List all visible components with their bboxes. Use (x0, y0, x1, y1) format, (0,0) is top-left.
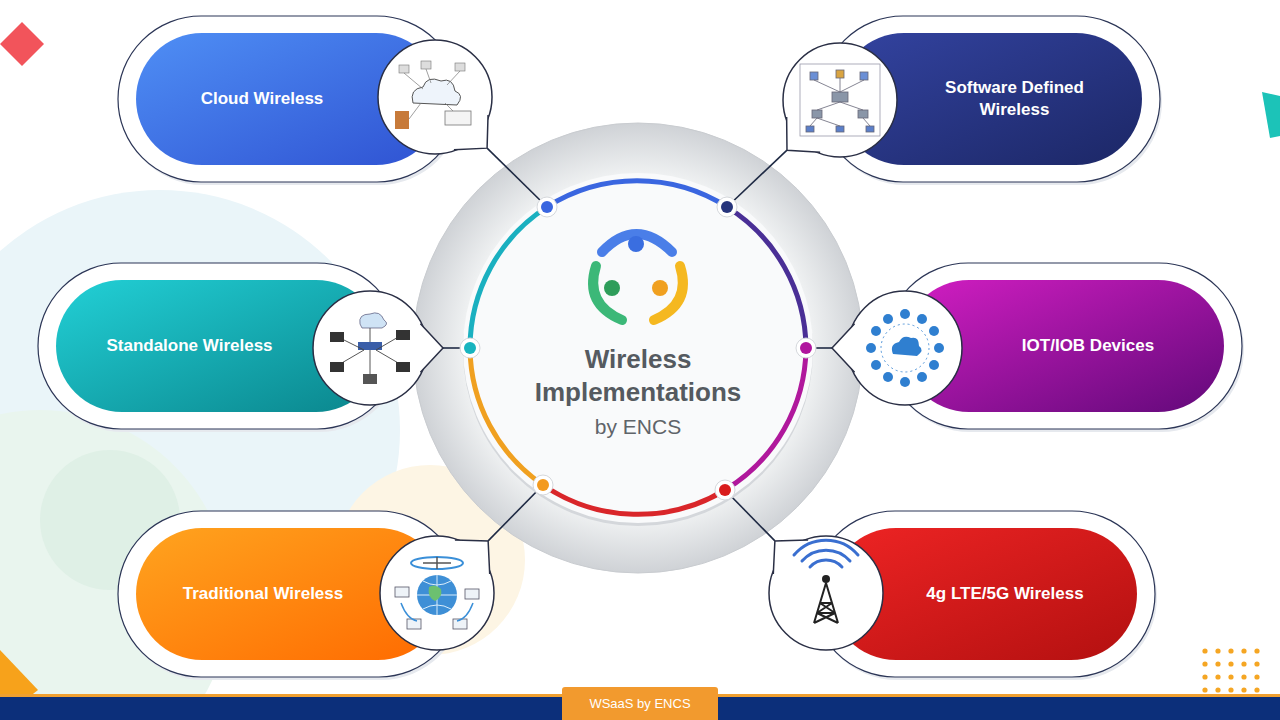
icon-circle (378, 40, 492, 154)
circle-fill (463, 173, 813, 523)
tower-icon (794, 540, 858, 623)
footer-label: WSaaS by ENCS (589, 696, 690, 712)
icon-pointer (455, 540, 490, 574)
ring-arc (543, 485, 725, 514)
ring-arc (470, 348, 543, 485)
center-title: Wireless Implementations (503, 343, 773, 409)
pill-label-box: Software Defined Wireless (909, 33, 1120, 165)
ring-arc (725, 348, 806, 490)
sdn-icon (800, 64, 880, 136)
red-diamond (0, 22, 44, 66)
pill-label-box: IOT/IOB Devices (974, 280, 1202, 412)
standalone-icon (330, 313, 410, 384)
center-subtitle: by ENCS (595, 413, 681, 441)
pill-label: Traditional Wireless (183, 583, 343, 605)
ring-segments (470, 181, 806, 514)
center-circle: Wireless Implementations by ENCS (463, 173, 813, 523)
ring-arc (727, 207, 806, 348)
ring-arc (547, 181, 727, 207)
icon-pointer (420, 324, 443, 373)
connector-line (487, 148, 547, 207)
pill-label-box: Traditional Wireless (158, 528, 368, 660)
pill-label-box: 4g LTE/5G Wireless (895, 528, 1115, 660)
dot-grid (1200, 646, 1265, 698)
outer-ring (413, 123, 863, 573)
ring-arc (470, 207, 547, 348)
icon-circle (380, 536, 494, 650)
iot-icon (866, 309, 944, 387)
icon-pointer (773, 540, 808, 574)
icon-circle (848, 291, 962, 405)
pill-label-box: Standalone Wireless (78, 280, 301, 412)
pill-ring (885, 263, 1242, 429)
footer-tab: WSaaS by ENCS (562, 687, 718, 720)
cloud-icon (395, 61, 471, 129)
logo (593, 234, 683, 320)
ring-dots (460, 197, 816, 500)
pill-label: IOT/IOB Devices (1022, 335, 1154, 357)
pill-label: Software Defined Wireless (909, 77, 1120, 121)
pill-fill (136, 528, 444, 660)
icon-pointer (787, 117, 820, 152)
icon-bases (313, 40, 962, 650)
pill-label: Standalone Wireless (106, 335, 272, 357)
icon-circle (783, 43, 897, 157)
pill-label-box: Cloud Wireless (158, 33, 366, 165)
center-label-box: Wireless Implementations by ENCS (493, 343, 783, 473)
globe-icon (395, 557, 479, 629)
outer-ring-edge (413, 123, 863, 573)
icon-circle (313, 291, 427, 405)
icon-pointer (832, 324, 855, 373)
icon-circle (769, 536, 883, 650)
tab-label-box: WSaaS by ENCS (562, 687, 718, 720)
teal-shape (1262, 92, 1280, 138)
connector-line (727, 150, 787, 207)
pill-label: Cloud Wireless (201, 88, 324, 110)
connector-line (488, 485, 543, 541)
pill-label: 4g LTE/5G Wireless (926, 583, 1083, 605)
